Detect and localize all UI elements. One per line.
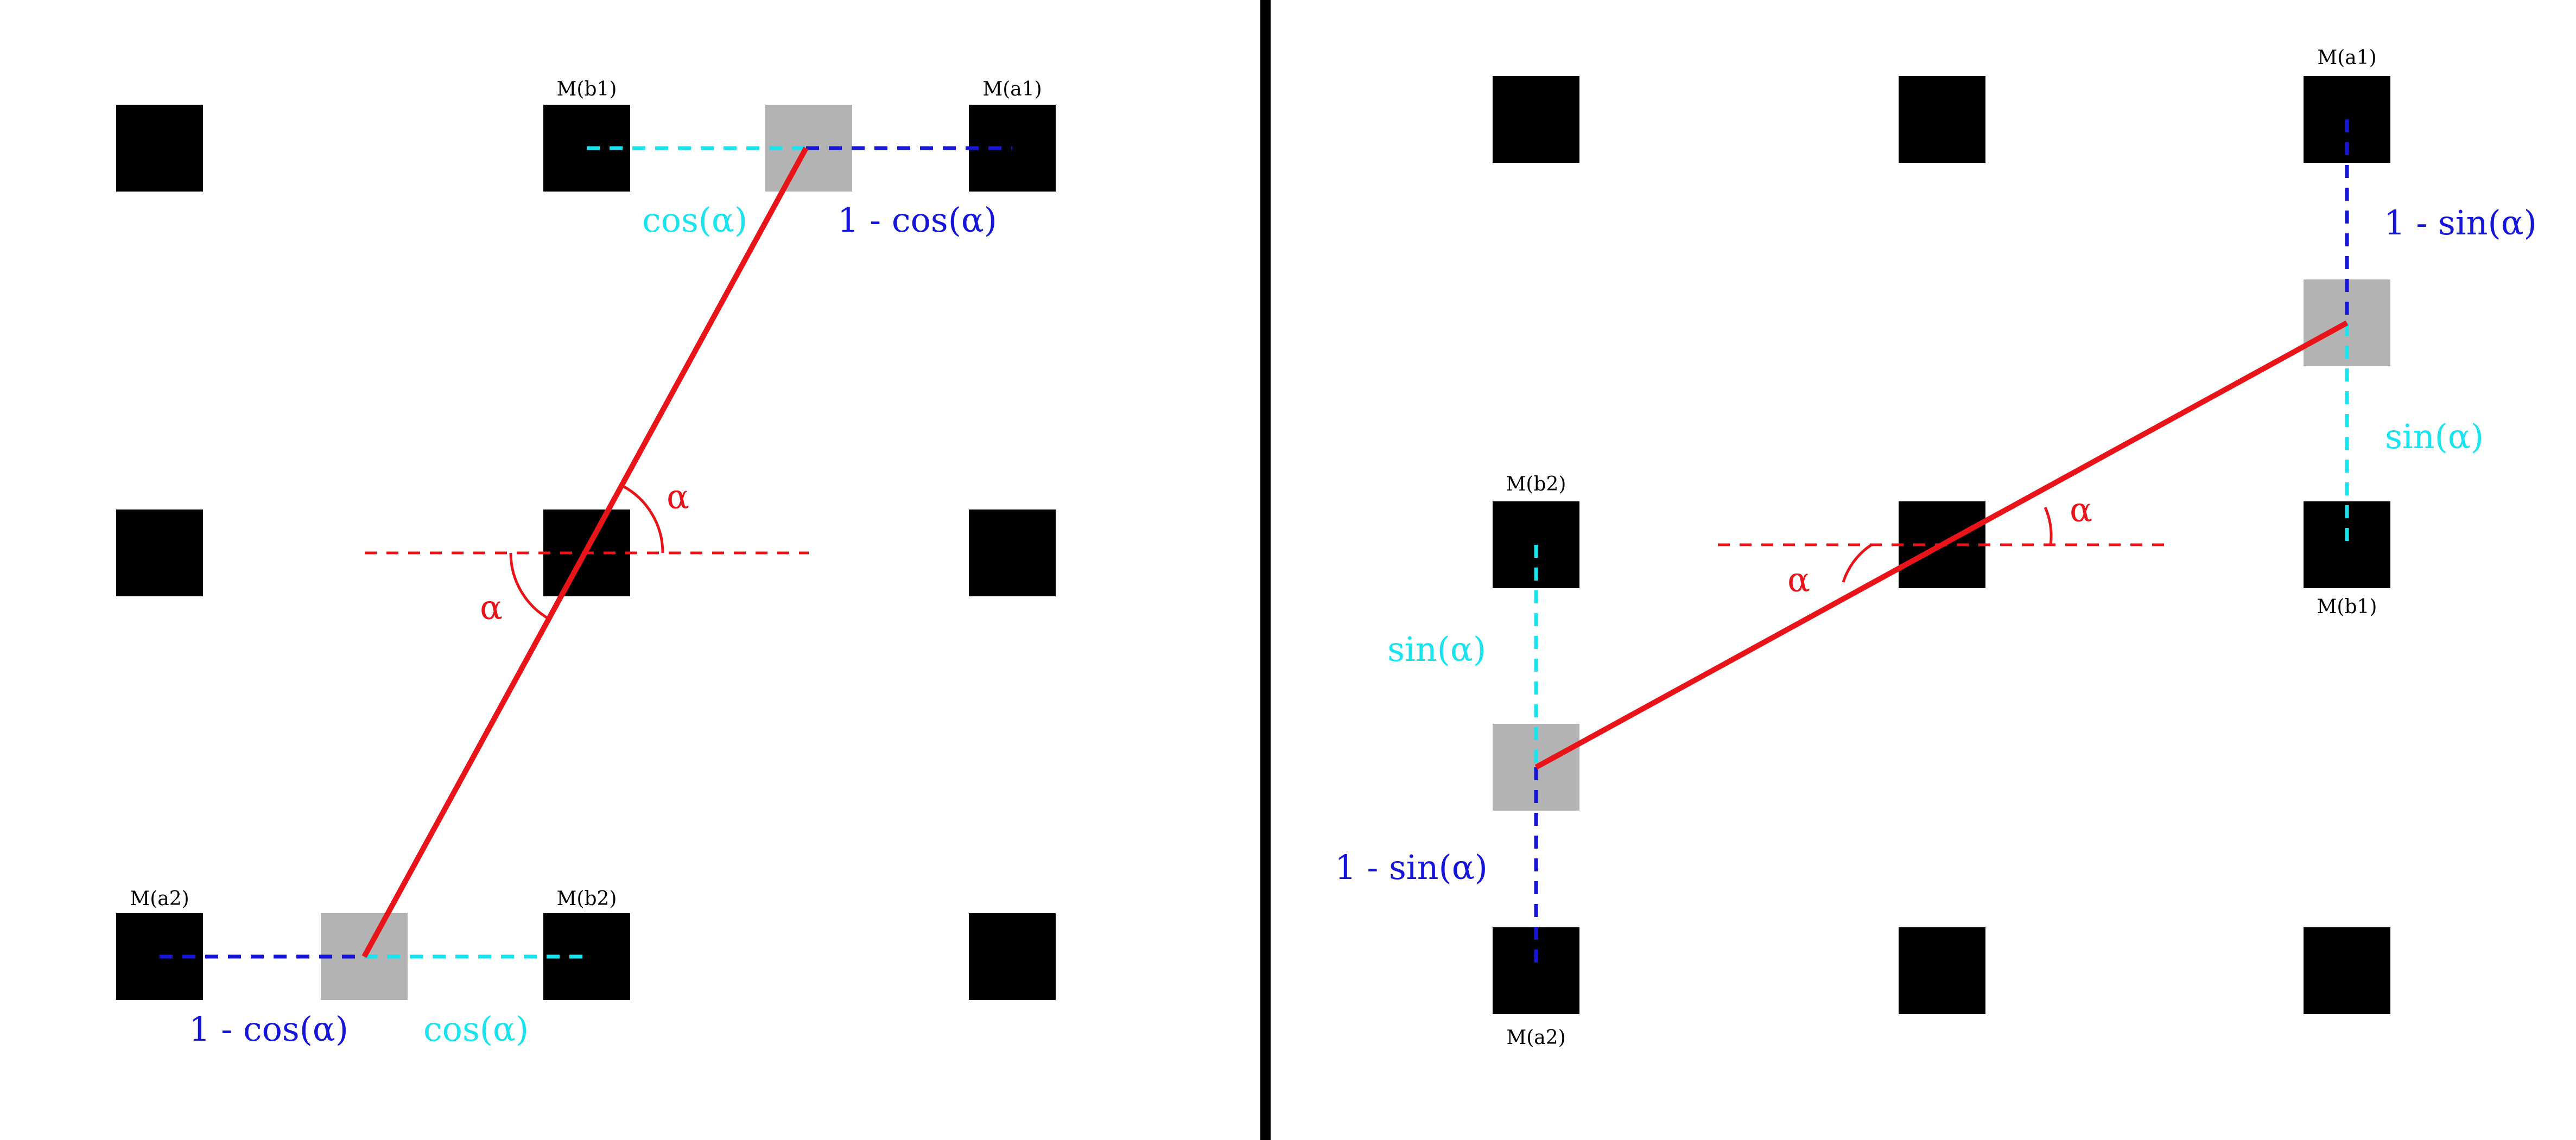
angle-arc-right — [2044, 506, 2053, 545]
angle-arc-left — [1842, 543, 1873, 583]
label-b1: M(b1) — [557, 78, 617, 100]
pixel-r0c0 — [116, 105, 203, 192]
angle-label-upper: α — [667, 477, 689, 517]
weight-label-top-far: 1 - cos(α) — [837, 200, 997, 240]
label-a2: M(a2) — [130, 888, 189, 910]
angle-arc-upper — [622, 485, 664, 553]
weight-label-bottom-far-right: 1 - sin(α) — [1335, 848, 1488, 887]
pixel-r1c0 — [116, 510, 203, 596]
sampling-line-right — [1534, 320, 2349, 770]
weight-label-top-near: cos(α) — [642, 200, 747, 240]
pixel-r0c1-right — [1899, 76, 1985, 163]
pixel-r2c2 — [969, 913, 1056, 1000]
weight-label-bottom-near: cos(α) — [423, 1009, 529, 1049]
weight-label-top-far-right: 1 - sin(α) — [2384, 203, 2537, 243]
sampling-line — [361, 147, 809, 958]
angle-label-lower: α — [480, 588, 503, 627]
label-b1-right: M(b1) — [2317, 596, 2377, 618]
pixel-r0c0-right — [1493, 76, 1579, 163]
label-b2: M(b2) — [557, 888, 617, 910]
pixel-a2-right — [1493, 927, 1579, 1014]
angle-label-right: α — [2070, 490, 2092, 530]
weight-label-bottom-near-right: sin(α) — [1387, 629, 1486, 669]
pixel-r2c2-right — [2304, 927, 2390, 1014]
label-b2-right: M(b2) — [1506, 473, 1566, 495]
label-a2-right: M(a2) — [1506, 1027, 1565, 1049]
right-panel: M(a1) M(b1) M(b2) M(a2) 1 - sin(α) sin(α… — [1335, 47, 2537, 1049]
pixel-r1c2 — [969, 510, 1056, 596]
left-panel: M(b1) M(a1) M(a2) M(b2) cos(α) 1 - cos(α… — [116, 78, 1056, 1049]
panel-divider — [1260, 0, 1271, 1140]
weight-label-bottom-far: 1 - cos(α) — [189, 1009, 348, 1049]
angle-arc-lower — [509, 552, 551, 621]
label-a1-right: M(a1) — [2317, 47, 2376, 69]
angle-label-left: α — [1787, 560, 1810, 600]
pixel-r2c1-right — [1899, 927, 1985, 1014]
weight-label-top-near-right: sin(α) — [2385, 417, 2484, 456]
label-a1: M(a1) — [982, 78, 1042, 100]
